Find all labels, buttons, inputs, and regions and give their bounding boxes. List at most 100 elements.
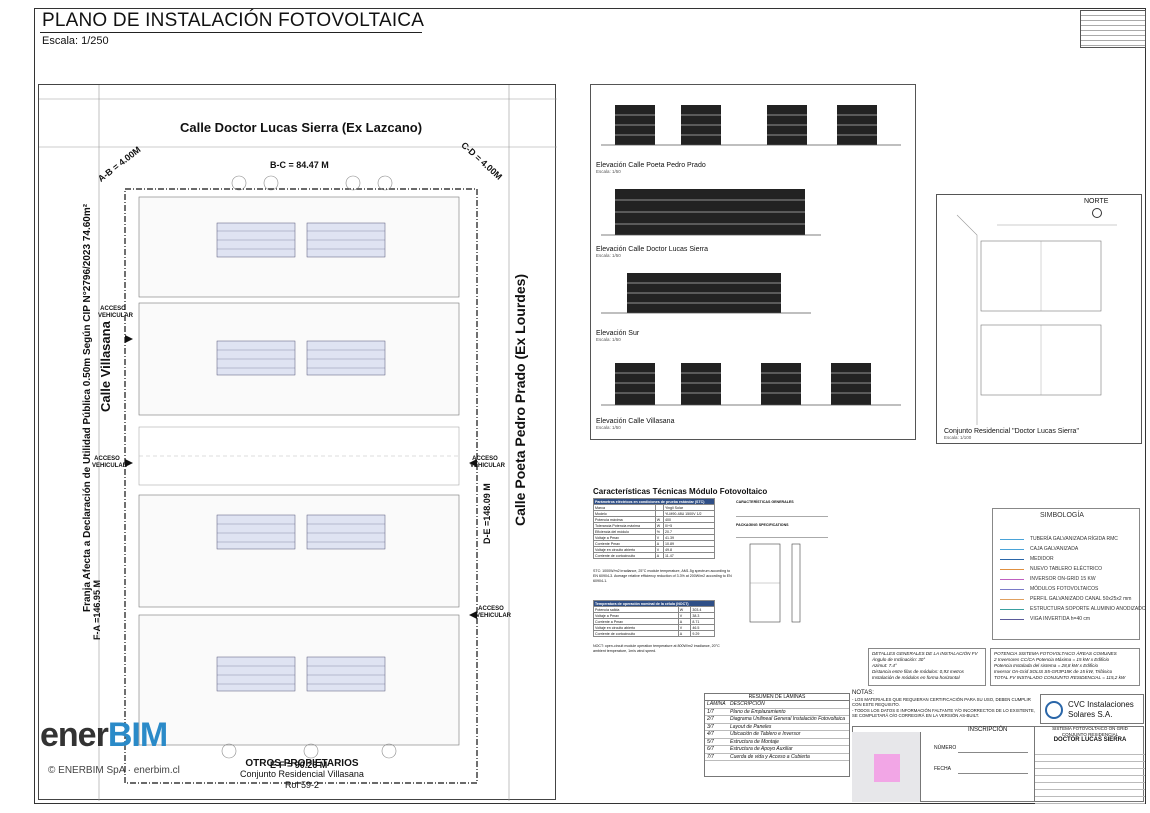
site-plan-drawing [39, 85, 557, 801]
numero-label: NÚMERO [934, 745, 957, 751]
street-right-label: Calle Poeta Pedro Prado (Ex Lourdes) [512, 273, 528, 526]
legend-panel [992, 508, 1140, 640]
legend-swatch [1000, 599, 1024, 600]
site-location-panel [936, 194, 1142, 444]
detail-line: TOTAL FV INSTALADO CONJUNTO RESIDENCIAL … [994, 675, 1126, 680]
north-arrow-icon [1092, 208, 1102, 218]
legend-swatch [1000, 569, 1024, 570]
detail-line: Ángulo de Inclinación: 30° [872, 657, 926, 662]
legend-swatch [1000, 539, 1024, 540]
notes-block: NOTAS: - LOS MATERIALES QUE REQUIERAN CE… [852, 690, 1038, 724]
bottom-rol: Rol 59-2 [284, 780, 319, 790]
legend-item: CAJA GALVANIZADA [1030, 546, 1079, 552]
drawing-sheet [34, 8, 1146, 804]
north-label: NORTE [1084, 198, 1109, 205]
elevations-drawing [601, 105, 901, 406]
specs-title: Características Técnicas Módulo Fotovolt… [593, 487, 768, 496]
packaging-label: PACKAGING SPECIFICATIONS [736, 523, 789, 527]
copyright-text: © ENERBIM SpA · enerbim.cl [48, 765, 180, 776]
power-details: POTENCIA SISTEMA FOTOVOLTAICO ÁREAS COMU… [990, 648, 1140, 686]
legend-item: MÓDULOS FOTOVOLTAICOS [1030, 586, 1099, 592]
dimension-fa: F-A =146.95 M [92, 580, 102, 640]
legend-title: SIMBOLOGÍA [1040, 512, 1084, 519]
sheet-index-title: RESUMEN DE LÁMINAS [705, 694, 849, 701]
cvc-logo-icon [1045, 701, 1063, 719]
sheet-index: RESUMEN DE LÁMINAS LÁMINA DESCRIPCIÓN 1/… [704, 693, 850, 777]
sheet-index-col-lamina: LÁMINA [705, 701, 728, 709]
module-dimension-drawing [749, 543, 801, 623]
legend-swatch [1000, 609, 1024, 610]
dimension-bc: B-C = 84.47 M [270, 160, 329, 170]
legend-item: NUEVO TABLERO ELÉCTRICO [1030, 566, 1103, 572]
vehicle-access-1: ACCESO VEHICULAR [98, 306, 134, 319]
bottom-owner: OTROS PROPIETARIOS [245, 758, 359, 769]
noct-cell: A [677, 630, 692, 637]
dimension-de: D-E =148.09 M [482, 483, 492, 544]
legend-swatch [1000, 549, 1024, 550]
legend-swatch [1000, 589, 1024, 590]
legend-item: MEDIDOR [1030, 556, 1054, 562]
legend-swatch [1000, 559, 1024, 560]
legend-swatch [1000, 579, 1024, 580]
detail-line: Potencia Instalada del sistema = 28,8 kW… [994, 663, 1099, 668]
stc-cell: A [654, 552, 665, 559]
detail-line: Distancia entre filas de módulos: 0,93 m… [872, 669, 964, 674]
project-data-table [1034, 748, 1145, 804]
site-plan [38, 84, 557, 801]
note-2: - TODOS LOS DATOS E INFORMACIÓN FALTANTE… [852, 707, 1035, 719]
notes-title: NOTAS: [852, 690, 874, 696]
project-title: SISTEMA FOTOVOLTAICO ON GRID CONJUNTO RE… [1034, 726, 1145, 748]
detail-line: DETALLES GENERALES DE LA INSTALACIÓN FV [872, 651, 978, 656]
noct-table: Temperatura de operación nominal de la c… [593, 600, 715, 637]
legend-item: ESTRUCTURA SOPORTE ALUMINIO ANODIZADO [1030, 606, 1146, 612]
street-left-label: Calle Villasana [98, 321, 113, 412]
bottom-conjunto: Conjunto Residencial Villasana [240, 769, 364, 779]
sheet-index-cell: 6/7 [705, 745, 728, 754]
detail-line: Azimut: 7.4° [872, 663, 897, 668]
sheet-index-cell: 2/7 [705, 715, 728, 724]
utility-strip-note: Franja Afecta a Declaración de Utilidad … [82, 203, 93, 612]
project-site-highlight [874, 754, 900, 782]
vehicle-access-3: ACCESO VEHICULAR [470, 456, 506, 469]
street-top-label: Calle Doctor Lucas Sierra (Ex Lazcano) [180, 120, 423, 135]
vehicle-access-4: ACCESO VEHICULAR [476, 606, 512, 619]
site-caption: Conjunto Residencial "Doctor Lucas Sierr… [944, 428, 1079, 440]
sheet-index-cell: Ubicación de Tablero e Inversor [727, 730, 849, 739]
sheet-index-cell: 3/7 [705, 723, 728, 731]
stc-cell: Corriente de cortocircuito [593, 552, 656, 559]
detail-line: Inversor On-Grid SOLIS S5-GR3P15K de 15 … [994, 669, 1113, 674]
revision-table [1080, 10, 1146, 48]
sheet-index-col-desc: DESCRIPCIÓN [727, 701, 849, 709]
module-drawings: CARACTERÍSTICAS GENERALES PACKAGING SPEC… [736, 500, 828, 650]
legend-swatch [1000, 619, 1024, 620]
fecha-line [958, 773, 1028, 774]
detail-line: 2 Inversores CC/CA Potencia Máxima = 15 … [994, 657, 1110, 662]
fecha-label: FECHA [934, 766, 951, 772]
elevations-panel [590, 84, 916, 440]
plan-scale: Escala: 1/250 [42, 35, 109, 47]
noct-cell: 9.29 [690, 630, 715, 637]
sheet-index-cell: 5/7 [705, 738, 728, 746]
numero-line [958, 752, 1028, 753]
noct-cell: Corriente de cortocircuito [593, 630, 679, 637]
noct-note: NOCT: open-circuit module operation temp… [593, 644, 720, 653]
sheet-index-cell: 1/7 [705, 708, 728, 716]
sheet-index-cell: Estructura de Apoyo Auxiliar [727, 745, 849, 754]
sheet-index-cell: Diagrama Unilineal General Instalación F… [727, 715, 849, 724]
title-underline [40, 32, 422, 33]
enerbim-logo: enerBIM [40, 716, 168, 754]
